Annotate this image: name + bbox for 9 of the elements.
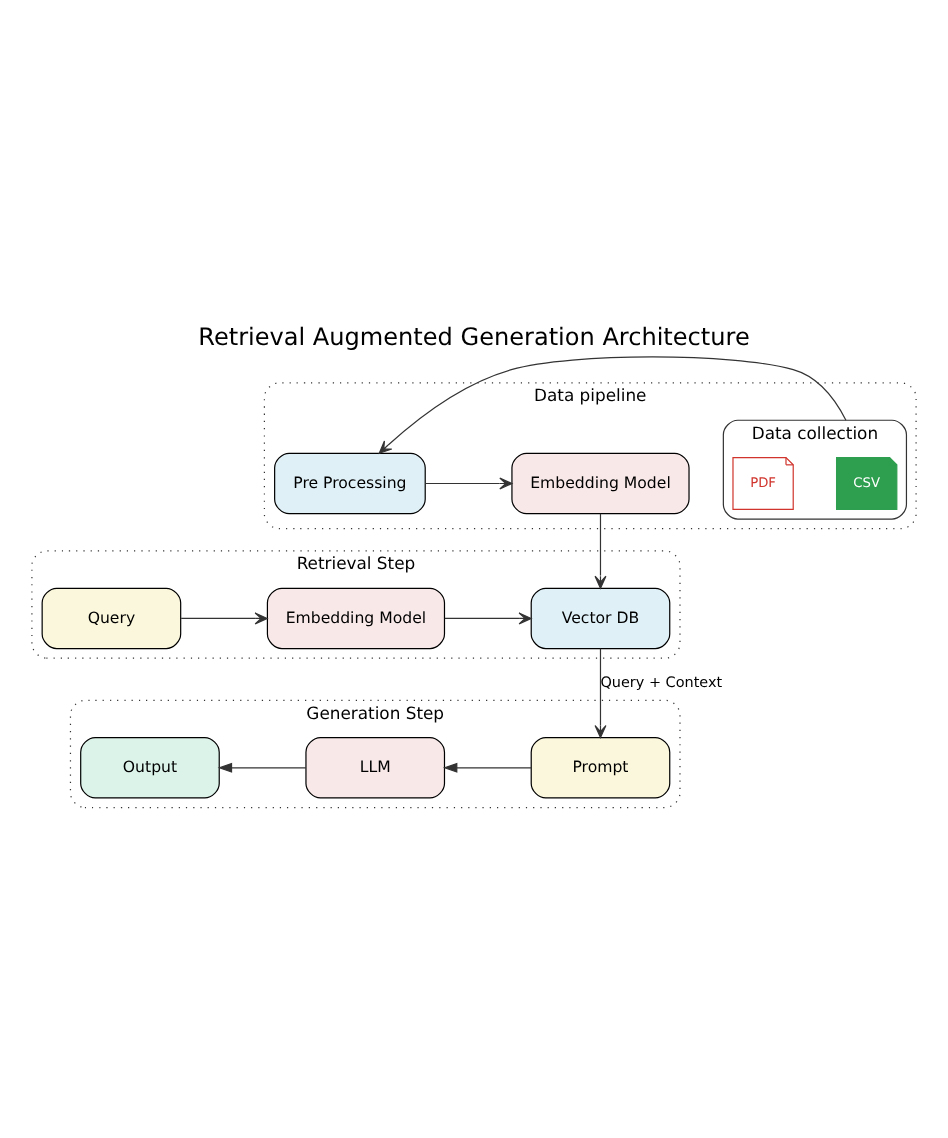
arrow (180, 612, 268, 625)
arrow (424, 477, 513, 490)
arrow (594, 513, 607, 589)
arrow (217, 762, 307, 773)
arrow (442, 762, 532, 773)
arrow (594, 648, 607, 739)
arrow (378, 356, 847, 454)
diagram-title: Retrieval Augmented Generation Architecture (198, 322, 750, 351)
arrow (444, 612, 532, 625)
